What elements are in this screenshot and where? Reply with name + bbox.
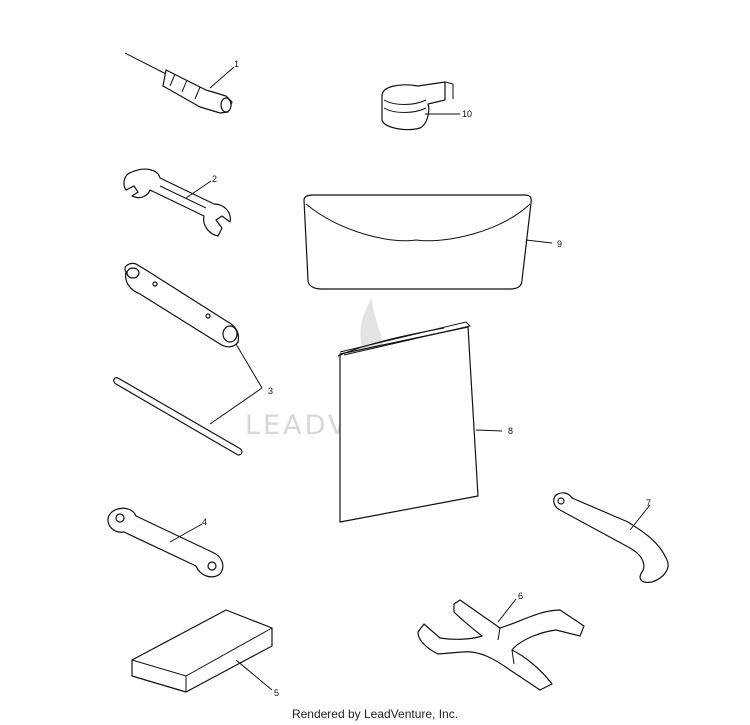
callout-9: 9	[557, 239, 562, 249]
part-1-screwdriver: 1	[124, 52, 239, 114]
part-9-tool-pouch: 9	[303, 194, 562, 290]
callout-7: 7	[646, 498, 651, 508]
part-2-open-end-wrench: 2	[123, 168, 231, 237]
part-6-bracket-tool: 6	[417, 591, 585, 691]
part-3-box-wrench-set: 3	[113, 262, 273, 456]
callout-5: 5	[274, 688, 279, 698]
part-8-owners-manual: 8	[337, 321, 513, 523]
footer-credit: Rendered by LeadVenture, Inc.	[291, 707, 459, 721]
callout-8: 8	[508, 426, 513, 436]
part-4-box-end-wrench: 4	[107, 507, 224, 578]
part-7-spanner-wrench: 7	[553, 492, 669, 583]
callout-6: 6	[518, 591, 523, 601]
part-5-tool-case: 5	[131, 609, 279, 698]
callout-1: 1	[234, 59, 239, 69]
callout-10: 10	[462, 109, 472, 119]
callout-3: 3	[268, 386, 273, 396]
callout-2: 2	[212, 174, 217, 184]
part-10-tape-roll: 10	[381, 81, 472, 131]
callout-4: 4	[202, 517, 207, 527]
